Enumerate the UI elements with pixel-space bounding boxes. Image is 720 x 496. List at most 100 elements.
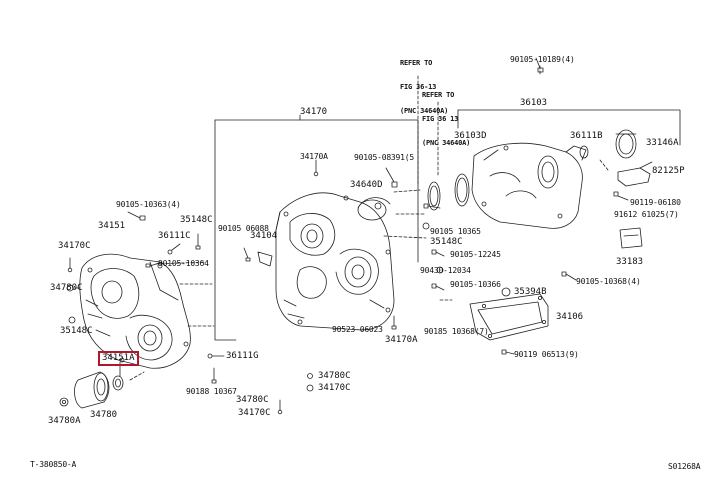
seal-33146A [615,129,637,159]
bolt-90523-06023 [391,315,397,330]
bolt-90105-10365 [423,203,441,209]
part-label-90430-12034[interactable]: 90430-12034 [420,266,471,275]
cap-36111B [579,145,589,159]
bolt-35148C-a [195,233,201,250]
gasket-35394B [501,287,511,297]
part-label-34640D[interactable]: 34640D [350,180,383,190]
part-label-90523-06023[interactable]: 90523-06023 [332,325,383,334]
bolt-90105-12245 [431,249,445,257]
cover-34640D [357,197,391,221]
part-label-36103D[interactable]: 36103D [454,131,487,141]
bolt-90119-06513 [501,349,515,355]
ring-34640A [427,181,441,211]
part-label-36103[interactable]: 36103 [520,98,548,108]
bolt-90105-08391 [385,167,398,188]
refer-note-a-line3: (PNC 34640A) [400,107,449,115]
refer-note-b-line2: FIG 36 13 [422,115,459,123]
plug-90430-12034 [436,266,444,274]
bolt-90188-10367 [211,367,217,384]
part-label-36111C[interactable]: 36111C [158,231,191,241]
part-label-33183[interactable]: 33183 [616,257,644,267]
part-label-90105-10189[interactable]: 90105-10189(4) [510,55,575,64]
figure-id-left: T-380850-A [30,460,77,469]
bolt-90105-10368-4 [561,271,577,281]
part-label-34151A[interactable]: 34151A [102,353,135,363]
part-label-34170C-left[interactable]: 34170C [58,241,91,251]
plug-34170C-bot1 [306,384,314,392]
oil-pan-34106 [469,293,549,341]
part-label-35148C-c[interactable]: 35148C [60,326,93,336]
sleeve-34780 [74,371,110,409]
part-label-34780A[interactable]: 34780A [48,416,81,426]
bolt-90105-10363 [127,211,146,221]
part-label-34151[interactable]: 34151 [98,221,126,231]
part-label-34170C-bot1[interactable]: 34170C [318,383,351,393]
part-label-35148C-b[interactable]: 35148C [430,237,463,247]
part-label-90185-10368-7[interactable]: 90185 10368(7) [424,327,489,336]
plug-34780C-left [66,284,81,292]
refer-note-b-line3: (PNC 34640A) [422,139,471,147]
part-label-34780C-left[interactable]: 34780C [50,283,83,293]
part-label-36111B[interactable]: 36111B [570,131,603,141]
part-label-82125P[interactable]: 82125P [652,166,685,176]
part-label-90105-08391[interactable]: 90105-08391(5 [354,153,415,162]
part-label-90105-12245[interactable]: 90105-12245 [450,250,501,259]
bolt-90105-10366 [431,283,445,291]
pin-34170C-left [67,257,73,273]
part-label-90105-10366[interactable]: 90105-10366 [450,280,501,289]
seal-34151A [112,361,124,391]
part-label-33146A[interactable]: 33146A [646,138,679,148]
refer-note-a-line1: REFER TO [400,59,433,67]
refer-note-b-line1: REFER TO [422,91,455,99]
bolt-90119-06180 [613,191,629,201]
assembly-frame-34170 [214,114,419,341]
part-label-90105-10365[interactable]: 90105 10365 [430,227,481,236]
plug-34780A [59,397,69,407]
part-label-90105-10363[interactable]: 90105-10363(4) [116,200,181,209]
part-label-91612-61025[interactable]: 91612 61025(7) [614,210,679,219]
part-label-34106[interactable]: 34106 [556,312,584,322]
part-label-34780C-bot[interactable]: 34780C [318,371,351,381]
part-label-90105-06088[interactable]: 90105 06088 [218,224,269,233]
sensor-82125P [617,161,653,187]
figure-id-right: S01268A [668,462,701,471]
refer-note-b: REFER TO FIG 36 13 (PNC 34640A) [422,75,470,163]
part-label-34170A-top[interactable]: 34170A [300,152,328,161]
leader-lines [129,65,609,381]
bolt-90105-10189 [535,57,544,73]
ring-36103D [454,173,470,207]
part-label-34780C-bot2[interactable]: 34780C [236,395,269,405]
part-label-34170[interactable]: 34170 [300,107,328,117]
part-label-34170A-bot[interactable]: 34170A [385,335,418,345]
part-label-34170C-bot2[interactable]: 34170C [238,408,271,418]
refer-note-a-line2: FIG 36-13 [400,83,437,91]
part-label-35148C-a[interactable]: 35148C [180,215,213,225]
part-label-90119-06513[interactable]: 90119 06513(9) [514,350,579,359]
bolt-90105-06088 [243,247,251,262]
part-label-34104[interactable]: 34104 [250,231,278,241]
plug-35148C-b [422,222,430,230]
rear-housing-36103 [471,142,587,229]
pin-36111G [207,353,225,359]
assembly-frame-36103 [457,109,681,146]
plug-34780C-bot [307,373,313,379]
transfer-case-center-34170 [275,192,395,331]
part-label-90105-10364[interactable]: 90105-10364 [158,259,209,268]
part-label-90188-10367[interactable]: 90188 10367 [186,387,237,396]
plug-35148C-c [68,316,76,324]
part-label-90119-06180[interactable]: 90119-06180 [630,198,681,207]
part-label-36111G[interactable]: 36111G [226,351,259,361]
pin-34170C-bot2 [277,399,283,415]
pin-36111C [167,243,181,255]
transfer-case-left-34151 [79,253,191,369]
part-label-90105-10368-4[interactable]: 90105-10368(4) [576,277,641,286]
refer-note-a: REFER TO FIG 36-13 (PNC 34640A) [400,43,448,131]
part-label-35394B[interactable]: 35394B [514,287,547,297]
part-label-34780[interactable]: 34780 [90,410,118,420]
pin-34170A-top [313,159,319,177]
bracket-34104 [257,251,273,267]
plate-33183 [619,227,643,249]
highlight-box-34151A [98,351,139,366]
